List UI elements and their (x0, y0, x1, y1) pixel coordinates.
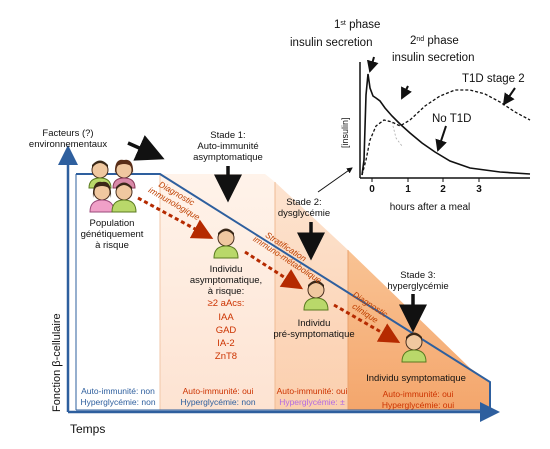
first-phase-number: 1 (334, 19, 340, 31)
second-phase-superscript: nd (416, 36, 424, 43)
stage1-label: Stade 1: Auto-immunité asymptomatique (193, 130, 263, 163)
population-line3: à risque (95, 240, 129, 251)
no-t1d-label: No T1D (432, 113, 471, 125)
status-column-0: Auto-immunité: non Hyperglycémie: non (80, 386, 155, 407)
individu-asymptomatique-label: Individu asymptomatique, à risque: (190, 264, 262, 297)
status-column-2: Auto-immunité: oui Hyperglycémie: ± (277, 386, 348, 407)
svg-text:1st phase: 1st phase (334, 19, 380, 31)
status3-auto: Auto-immunité: oui (383, 389, 454, 399)
individu-symptomatique-label: Individu symptomatique (366, 373, 466, 384)
population-group-icon (88, 159, 137, 213)
second-phase-label: 2nd phase insulin secretion (392, 35, 474, 64)
stage2-line2: dysglycémie (278, 208, 330, 219)
env-label-line1: Facteurs (?) (42, 128, 93, 139)
status-column-3: Auto-immunité: oui Hyperglycémie: oui (382, 389, 454, 410)
svg-text:2nd phase: 2nd phase (410, 35, 459, 47)
antibody-ia2: IA-2 (217, 338, 234, 349)
status1-auto: Auto-immunité: oui (183, 386, 254, 396)
person-icon-stage2 (303, 280, 329, 311)
inset-xtick-3: 3 (476, 184, 482, 195)
person-icon-stage3 (401, 332, 427, 363)
stage3-line2: hyperglycémie (387, 281, 448, 292)
status2-hyper: Hyperglycémie: ± (279, 397, 345, 407)
person-icon-stage1 (213, 228, 239, 259)
arrow-stratification (244, 250, 304, 290)
stage1-line2: Auto-immunité (197, 141, 258, 152)
stage1-region (160, 174, 275, 410)
inset-link-arrow (317, 167, 353, 193)
antibody-znt8: ZnT8 (215, 351, 237, 362)
environmental-factors-label: Facteurs (?) environnementaux (29, 128, 107, 150)
stage2-label: Stade 2: dysglycémie (278, 197, 330, 219)
stage1-line3: asymptomatique (193, 152, 263, 163)
population-line2: génétiquement (81, 229, 144, 240)
individu-presymptomatique-label: Individu pré-symptomatique (273, 318, 354, 340)
antibody-gad: GAD (216, 325, 237, 336)
stage3-title: Stade 3: (400, 270, 435, 281)
asymp-line3: à risque: (208, 286, 244, 297)
status1-hyper: Hyperglycémie: non (180, 397, 255, 407)
status3-hyper: Hyperglycémie: oui (382, 400, 454, 410)
environment-arrow (127, 135, 165, 161)
stage1-title: Stade 1: (210, 130, 245, 141)
stage2-title: Stade 2: (286, 197, 321, 208)
population-label: Population génétiquement à risque (81, 218, 144, 251)
inset-y-label: [insulin] (340, 117, 350, 148)
asymp-line1: Individu (210, 264, 243, 275)
arrow-diagnostic-clinique (333, 303, 401, 343)
stage0-region (76, 174, 160, 410)
first-phase-word: phase (349, 19, 380, 31)
antibody-iaa: IAA (218, 312, 234, 323)
antibody-header: ≥2 aAcs: (208, 298, 245, 309)
second-phase-line2: insulin secretion (392, 52, 474, 64)
inset-xtick-0: 0 (369, 184, 375, 195)
first-phase-superscript: st (340, 20, 346, 27)
second-phase-word: phase (427, 35, 458, 47)
inset-xtick-2: 2 (440, 184, 446, 195)
antibody-list: ≥2 aAcs: IAA GAD IA-2 ZnT8 (208, 298, 245, 362)
second-phase-number: 2 (410, 35, 416, 47)
inset-x-label: hours after a meal (390, 202, 471, 213)
status0-auto: Auto-immunité: non (81, 386, 155, 396)
status0-hyper: Hyperglycémie: non (80, 397, 155, 407)
first-phase-label: 1st phase insulin secretion (290, 19, 380, 49)
x-axis-label: Temps (70, 422, 105, 436)
curve-no-t1d (361, 73, 531, 176)
t1d-stage2-label: T1D stage 2 (462, 73, 525, 85)
presymp-line2: pré-symptomatique (273, 329, 354, 340)
env-label-line2: environnementaux (29, 139, 107, 150)
inset-xtick-1: 1 (405, 184, 411, 195)
arrow-diagnostic-immunologique (137, 196, 214, 239)
presymp-line1: Individu (298, 318, 331, 329)
insulin-inset-chart: [insulin] 0 1 2 3 hours after a meal 1st… (290, 19, 531, 213)
status2-auto: Auto-immunité: oui (277, 386, 348, 396)
first-phase-line2: insulin secretion (290, 37, 372, 49)
status-column-1: Auto-immunité: oui Hyperglycémie: non (180, 386, 255, 407)
asymp-line2: asymptomatique, (190, 275, 262, 286)
stage3-label: Stade 3: hyperglycémie (387, 270, 448, 292)
y-axis-label: Fonction β-cellulaire (51, 313, 63, 412)
curve-t1d-stage2 (361, 89, 531, 176)
population-line1: Population (90, 218, 135, 229)
